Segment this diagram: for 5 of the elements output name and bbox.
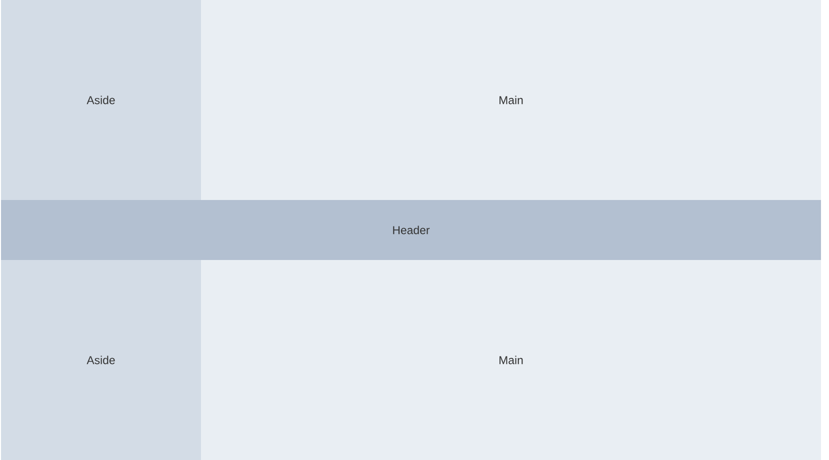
header-bar: Header	[1, 200, 821, 260]
main-panel: Main	[201, 260, 821, 460]
aside-panel: Aside	[1, 260, 201, 460]
main-panel: Main	[201, 0, 821, 200]
aside-panel: Aside	[1, 0, 201, 200]
